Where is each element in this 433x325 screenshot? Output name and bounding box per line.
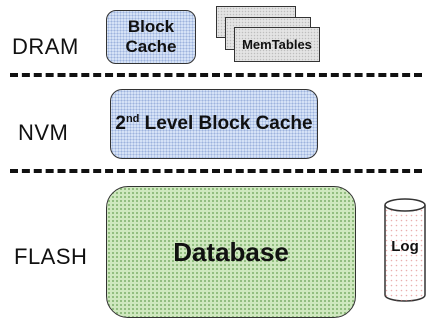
block-cache-label-line1: Block [127, 17, 175, 36]
memtables-box: MemTables [234, 27, 320, 62]
database-label: Database [173, 236, 289, 267]
block-cache-box: Block Cache [106, 10, 196, 64]
tier-label-nvm: NVM [18, 120, 69, 145]
second-level-block-cache-label: 2nd Level Block Cache [115, 113, 313, 134]
log-cylinder [384, 198, 426, 302]
tier-label-flash: FLASH [14, 244, 88, 269]
tier-divider-dram-nvm [10, 73, 422, 77]
second-level-block-cache-box: 2nd Level Block Cache [110, 89, 318, 159]
tier-divider-nvm-flash [10, 169, 422, 173]
log-label: Log [391, 238, 419, 255]
tier-label-dram: DRAM [12, 34, 79, 59]
memtables-label: MemTables [242, 37, 312, 52]
database-box: Database [106, 186, 356, 318]
block-cache-label-line2: Cache [125, 37, 177, 56]
